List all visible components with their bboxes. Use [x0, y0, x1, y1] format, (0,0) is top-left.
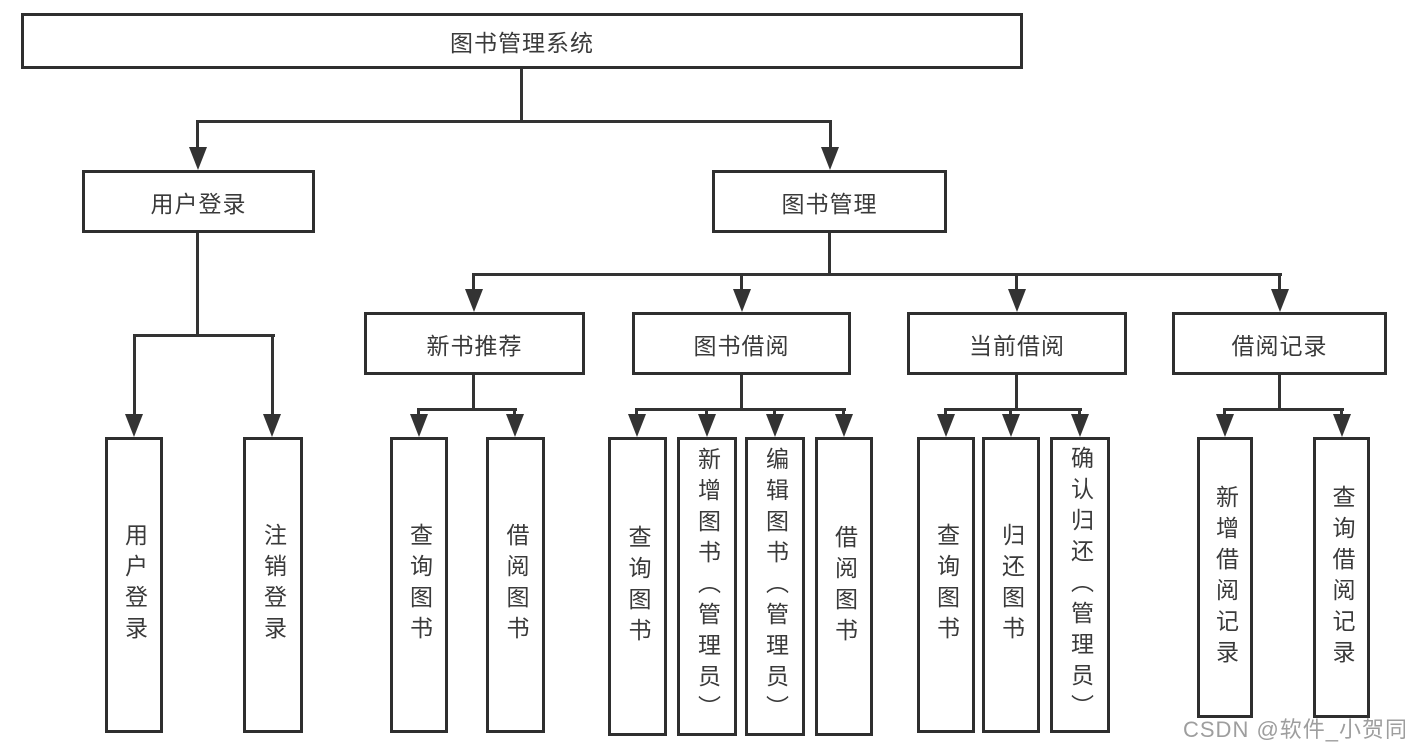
connector [1223, 408, 1226, 417]
arrowhead-down [766, 414, 784, 437]
arrowhead-down [937, 414, 955, 437]
arrowhead-down [1071, 414, 1089, 437]
arrowhead-down [1216, 414, 1234, 437]
connector [472, 273, 1282, 276]
node-leaf-user-login-label: 用户登录 [121, 523, 148, 647]
arrowhead-down [410, 414, 428, 437]
node-new-book-recommend: 新书推荐 [364, 312, 585, 375]
connector [1278, 273, 1281, 292]
node-leaf-query-books-3-label: 查询图书 [933, 523, 960, 647]
csdn-watermark: CSDN @软件_小贺同学 [1183, 717, 1405, 742]
connector [472, 375, 475, 411]
node-root: 图书管理系统 [21, 13, 1023, 69]
node-leaf-borrow-books-1: 借阅图书 [486, 437, 545, 733]
connector [133, 334, 275, 337]
node-current-borrow: 当前借阅 [907, 312, 1127, 375]
connector [944, 408, 947, 417]
arrowhead-down [1008, 289, 1026, 312]
node-borrow-records: 借阅记录 [1172, 312, 1387, 375]
node-leaf-query-books-1-label: 查询图书 [406, 523, 433, 647]
node-leaf-add-book-admin: 新增图书（管理员） [677, 437, 737, 736]
node-book-borrow-label: 图书借阅 [693, 332, 790, 359]
connector [705, 408, 708, 417]
connector [520, 69, 523, 123]
connector [842, 408, 845, 417]
connector [1015, 375, 1018, 411]
node-leaf-add-borrow-record-label: 新增借阅记录 [1212, 484, 1239, 671]
connector [944, 408, 1082, 411]
node-current-borrow-label: 当前借阅 [969, 332, 1065, 359]
node-book-borrow: 图书借阅 [632, 312, 851, 375]
connector [1223, 408, 1344, 411]
arrowhead-down [506, 414, 524, 437]
node-leaf-borrow-books-2-label: 借阅图书 [831, 524, 858, 649]
connector [196, 120, 832, 123]
connector [1340, 408, 1343, 417]
node-leaf-query-books-2: 查询图书 [608, 437, 667, 736]
connector [1015, 273, 1018, 292]
node-leaf-add-borrow-record: 新增借阅记录 [1197, 437, 1253, 718]
node-leaf-query-books-2-label: 查询图书 [625, 524, 651, 649]
node-book-management-label: 图书管理 [781, 190, 878, 217]
arrowhead-down [835, 414, 853, 437]
node-leaf-logout: 注销登录 [243, 437, 303, 733]
connector [1078, 408, 1081, 417]
node-leaf-return-books: 归还图书 [982, 437, 1040, 733]
arrowhead-down [733, 289, 751, 312]
arrowhead-down [189, 147, 207, 170]
connector [196, 233, 199, 337]
node-leaf-edit-book-admin-label: 编辑图书（管理员） [762, 447, 789, 726]
node-leaf-return-books-label: 归还图书 [998, 523, 1025, 647]
connector [635, 408, 638, 417]
node-leaf-borrow-books-1-label: 借阅图书 [503, 523, 529, 647]
node-leaf-edit-book-admin: 编辑图书（管理员） [745, 437, 805, 736]
node-user-login-label: 用户登录 [150, 190, 247, 217]
node-leaf-borrow-books-2: 借阅图书 [815, 437, 873, 736]
connector [133, 334, 136, 417]
arrowhead-down [698, 414, 716, 437]
connector [1278, 375, 1281, 411]
connector [1009, 408, 1012, 417]
arrowhead-down [263, 414, 281, 437]
node-book-management: 图书管理 [712, 170, 947, 233]
connector [417, 408, 517, 411]
connector [740, 273, 743, 292]
connector [828, 233, 831, 276]
arrowhead-down [465, 289, 483, 312]
connector [472, 273, 475, 292]
node-leaf-add-book-admin-label: 新增图书（管理员） [694, 447, 721, 726]
node-leaf-query-borrow-record-label: 查询借阅记录 [1329, 484, 1355, 671]
node-leaf-query-borrow-record: 查询借阅记录 [1313, 437, 1370, 718]
arrowhead-down [821, 147, 839, 170]
connector [773, 408, 776, 417]
connector [829, 120, 832, 149]
connector [740, 375, 743, 411]
node-leaf-confirm-return-admin-label: 确认归还（管理员） [1067, 445, 1094, 725]
node-borrow-records-label: 借阅记录 [1231, 332, 1328, 359]
node-leaf-logout-label: 注销登录 [260, 523, 287, 647]
connector [513, 408, 516, 417]
arrowhead-down [1271, 289, 1289, 312]
node-leaf-query-books-1: 查询图书 [390, 437, 448, 733]
node-root-label: 图书管理系统 [450, 30, 594, 56]
node-leaf-confirm-return-admin: 确认归还（管理员） [1050, 437, 1110, 733]
node-new-book-recommend-label: 新书推荐 [426, 332, 523, 359]
node-leaf-user-login: 用户登录 [105, 437, 163, 733]
node-user-login: 用户登录 [82, 170, 315, 233]
connector [635, 408, 846, 411]
arrowhead-down [1333, 414, 1351, 437]
connector [417, 408, 420, 417]
arrowhead-down [125, 414, 143, 437]
arrowhead-down [1002, 414, 1020, 437]
connector [196, 120, 199, 149]
node-leaf-query-books-3: 查询图书 [917, 437, 975, 733]
connector [271, 334, 274, 417]
arrowhead-down [628, 414, 646, 437]
